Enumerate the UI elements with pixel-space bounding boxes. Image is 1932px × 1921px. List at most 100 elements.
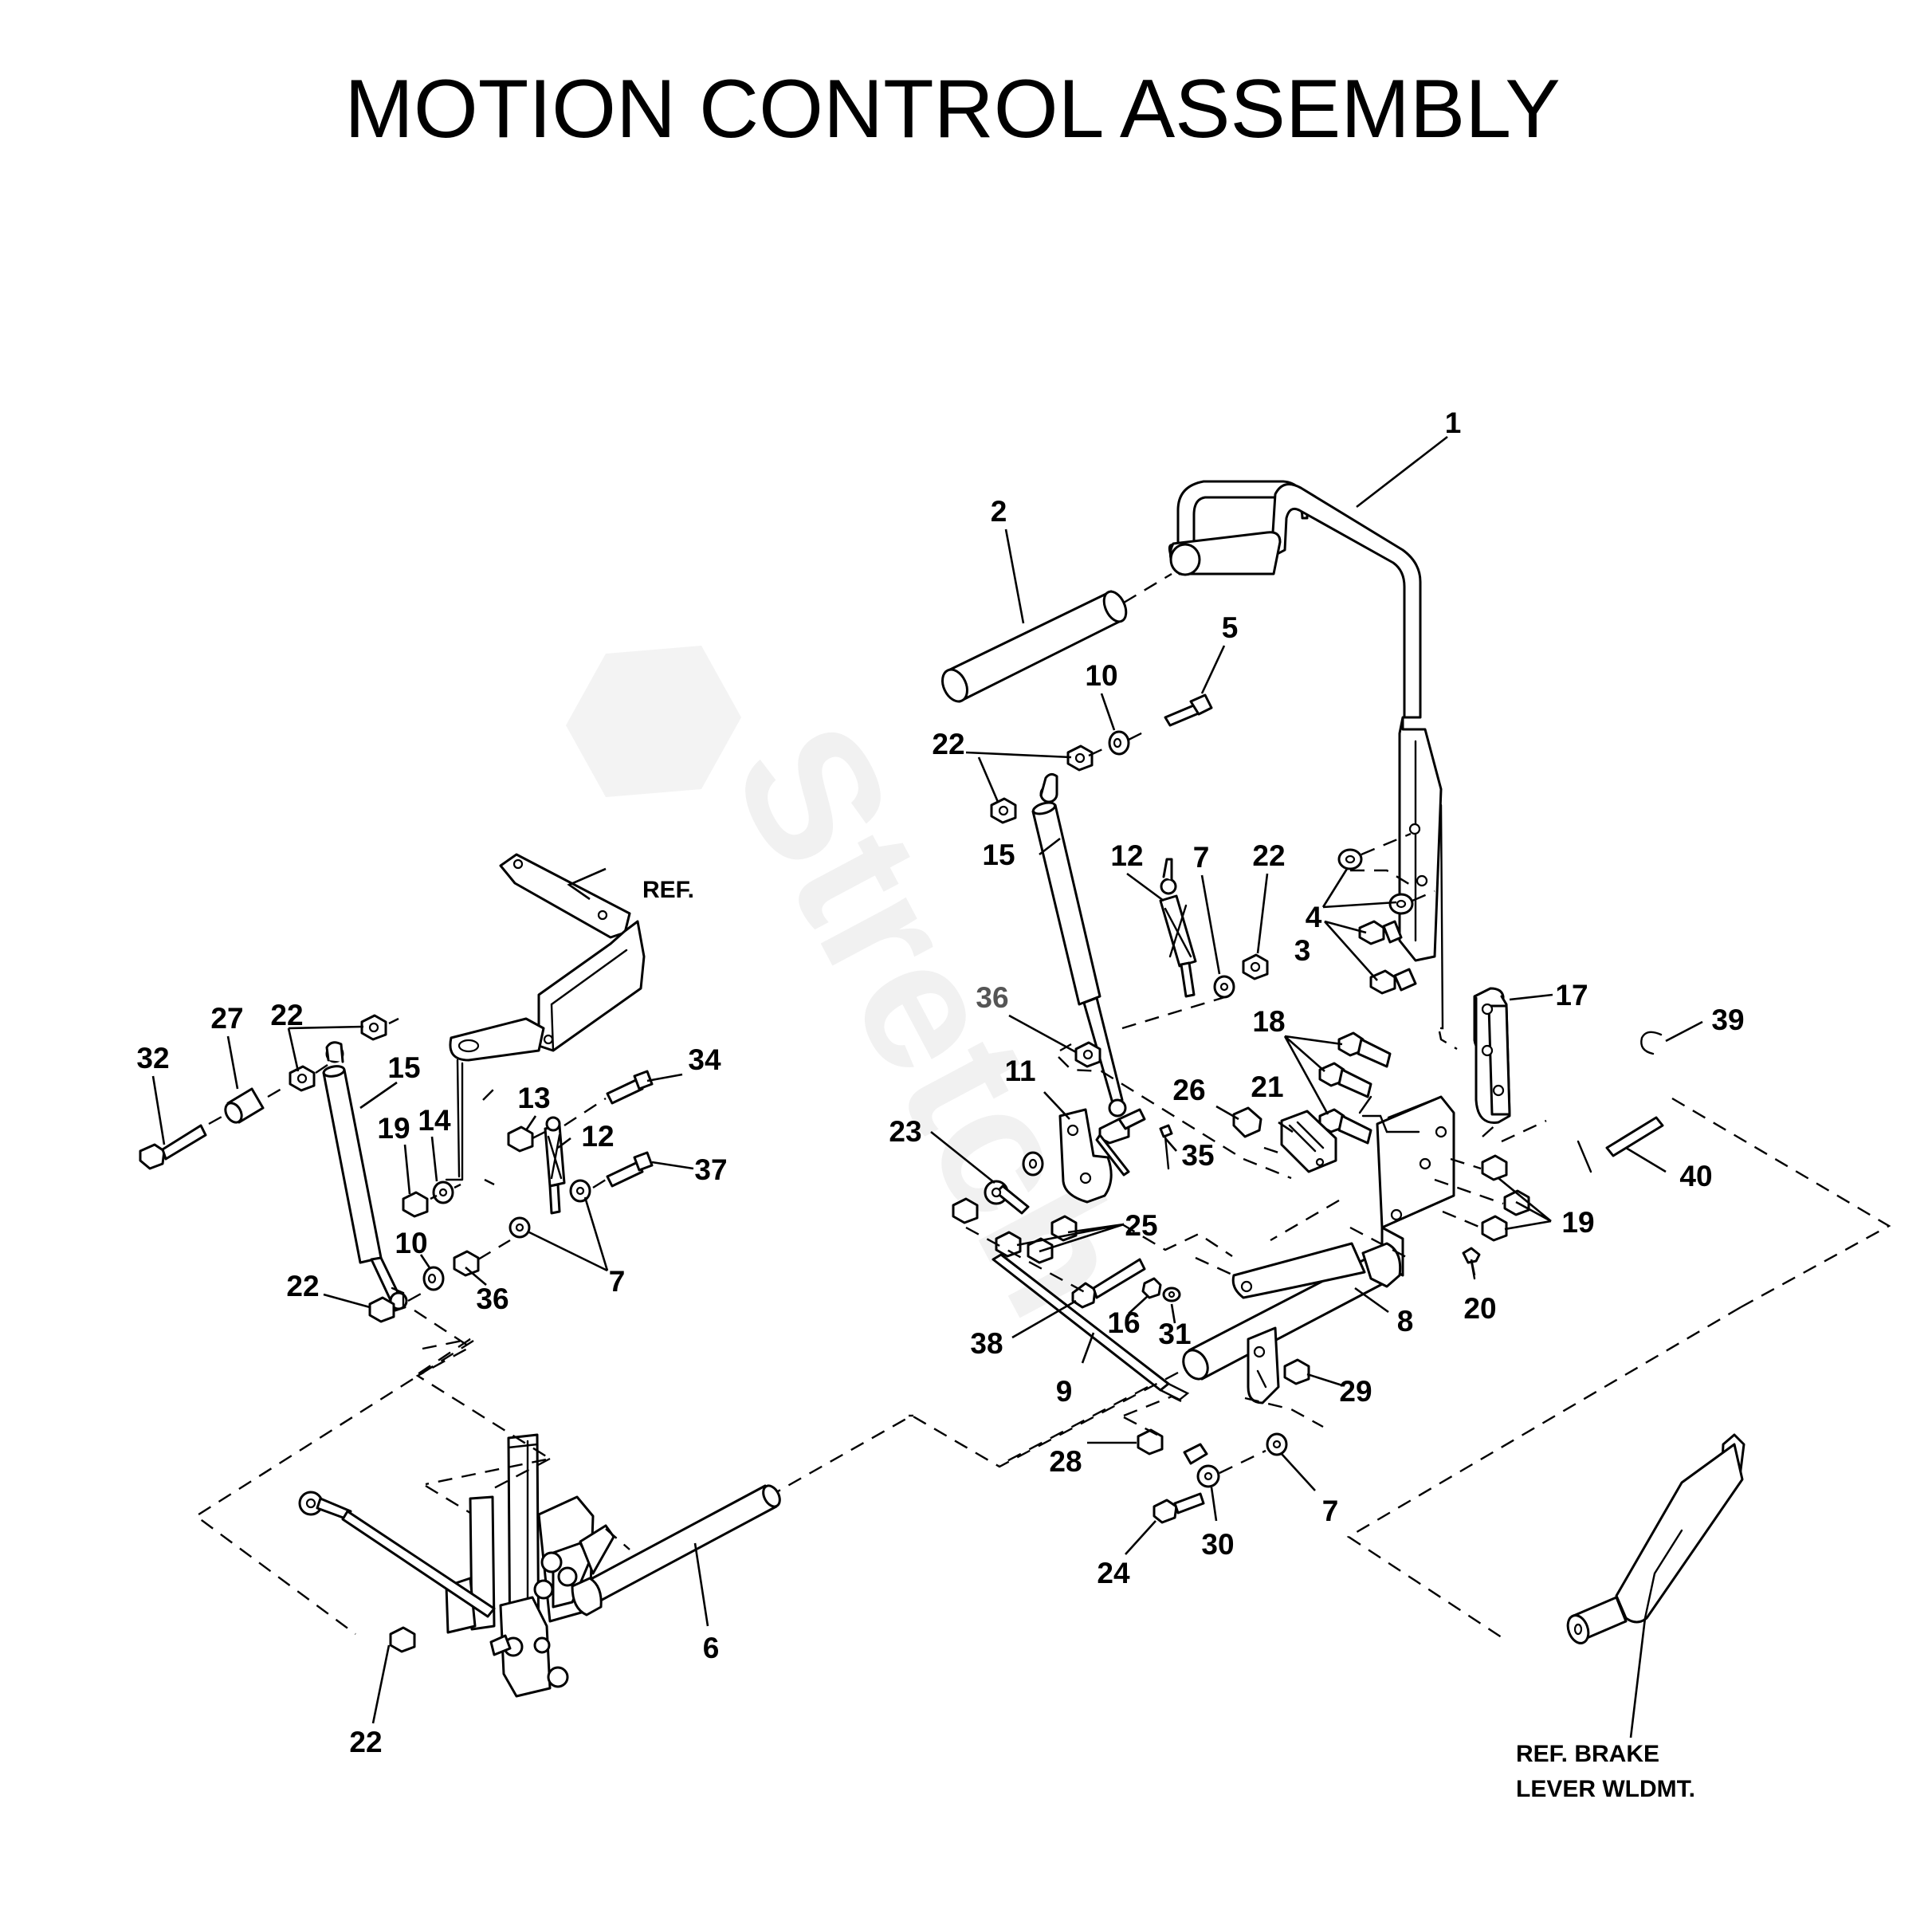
washer-7-left-part [509,1179,591,1239]
nut-13-part [507,1125,534,1153]
washer-axis [1361,832,1435,902]
control-lever-plate-part [1473,987,1511,1124]
callout-31: 31 [1158,1318,1191,1350]
callout-15-left: 15 [387,1051,420,1084]
callout-36-left: 36 [476,1283,509,1315]
callout-9: 9 [1056,1375,1073,1408]
damper-link-right-part [1159,858,1197,998]
pivot-bracket-11-part [1058,1108,1146,1204]
clip-39-part [1640,1031,1663,1055]
gas-spring-right-part [1031,772,1127,1118]
callout-4: 4 [1306,901,1322,933]
ref-brake-label-line1: REF. BRAKE [1516,1741,1659,1767]
screw-16-part [1141,1277,1162,1299]
callout-36-right: 36 [976,981,1008,1014]
callout-25: 25 [1125,1209,1157,1242]
nut-36-right-part [1074,1041,1101,1068]
callout-21: 21 [1251,1070,1283,1103]
spacer-27-part [224,1087,265,1124]
watermark-logo [566,646,741,797]
shaft-6-part [571,1484,781,1617]
callout-3: 3 [1294,934,1311,967]
nut-22-left-upper-part [289,1065,316,1092]
callout-8: 8 [1397,1305,1414,1338]
dashed-assembly-lines-left [194,1085,913,1635]
left-lower-axis [407,1239,511,1302]
bolt-37-part [606,1151,654,1188]
ball-joint-axis [1219,1449,1266,1475]
callout-24: 24 [1097,1557,1130,1589]
nut-36-left-part [453,1250,480,1277]
nut-22-right-part [1242,953,1269,980]
callout-15-right: 15 [982,839,1015,871]
callout-7-lower: 7 [1322,1495,1339,1527]
ref-brake-label-line2: LEVER WLDMT. [1516,1776,1695,1802]
callout-5: 5 [1222,611,1239,644]
washer-31-part [1162,1287,1181,1302]
bolt-32-part [139,1124,207,1170]
rod-9-part [992,1253,1190,1401]
callout-22-bottom: 22 [349,1726,382,1758]
washer-14-part [432,1180,454,1204]
handle-grip-part [941,590,1128,703]
screw-35-part [1159,1124,1173,1170]
callout-40: 40 [1679,1160,1712,1192]
callout-30: 30 [1201,1528,1234,1561]
ball-joint-23-part [984,1180,1030,1215]
washer-axis-left [430,1183,461,1200]
callout-10-right: 10 [1085,659,1117,692]
callout-27: 27 [210,1002,243,1035]
bolt-34-part [606,1070,654,1105]
bolts-18-part [1318,1031,1392,1145]
nut-22-left-top-part [360,1014,387,1041]
callout-12-left: 12 [581,1120,614,1153]
callout-22-left-lower: 22 [286,1270,319,1302]
callout-38: 38 [970,1327,1003,1360]
nut-22-left-lower-part [368,1296,395,1323]
nut-22-upper-part [1066,744,1094,772]
brake-lever-part [1566,1433,1745,1644]
dashed-assembly-lines-right [764,869,1891,1642]
callout-39: 39 [1711,1004,1744,1036]
callout-26: 26 [1172,1074,1205,1106]
callout-29: 29 [1339,1375,1372,1408]
left-rod-part [298,1491,496,1618]
pin-40-part [1577,1116,1664,1173]
callout-1: 1 [1445,407,1462,439]
nut-22-left-part [990,797,1017,824]
washers-4-part [1337,848,1414,915]
callout-23: 23 [889,1115,921,1148]
callout-11: 11 [1004,1055,1035,1087]
page-title: MOTION CONTROL ASSEMBLY [344,63,1561,155]
callout-17: 17 [1555,979,1588,1012]
shaft-8-part [1182,1242,1402,1404]
callout-22-upper: 22 [932,728,964,760]
callout-13: 13 [517,1082,550,1114]
left-mid-axis [532,1097,607,1189]
callout-28: 28 [1049,1445,1082,1478]
leader-lines [151,435,1703,1738]
nut-29-part [1283,1358,1310,1385]
damper-link-left-part [544,1116,566,1215]
callout-10-left: 10 [395,1227,427,1259]
callout-20: 20 [1463,1292,1496,1325]
washer-left-11-part [1022,1151,1044,1177]
callout-18: 18 [1252,1005,1285,1038]
nut-axis [1434,1157,1504,1229]
callout-37: 37 [694,1153,727,1186]
switch-21-part [1280,1110,1337,1173]
callout-22-left-upper: 22 [270,999,303,1031]
left-upper-axis [208,1017,399,1125]
callout-32: 32 [136,1042,169,1074]
bolt-5-part [1164,693,1213,727]
ball-joint-30-part [1183,1443,1220,1488]
nut-22-bottom-part [389,1626,416,1653]
spacer-10-right-part [1108,730,1130,756]
callout-7-left: 7 [609,1265,626,1298]
bolts-3-part [1358,920,1417,995]
lower-mechanism-part [445,1433,615,1698]
ref-bracket-part [445,853,646,1181]
callout-19-right: 19 [1561,1206,1594,1239]
bolt-24-part [1153,1492,1205,1524]
